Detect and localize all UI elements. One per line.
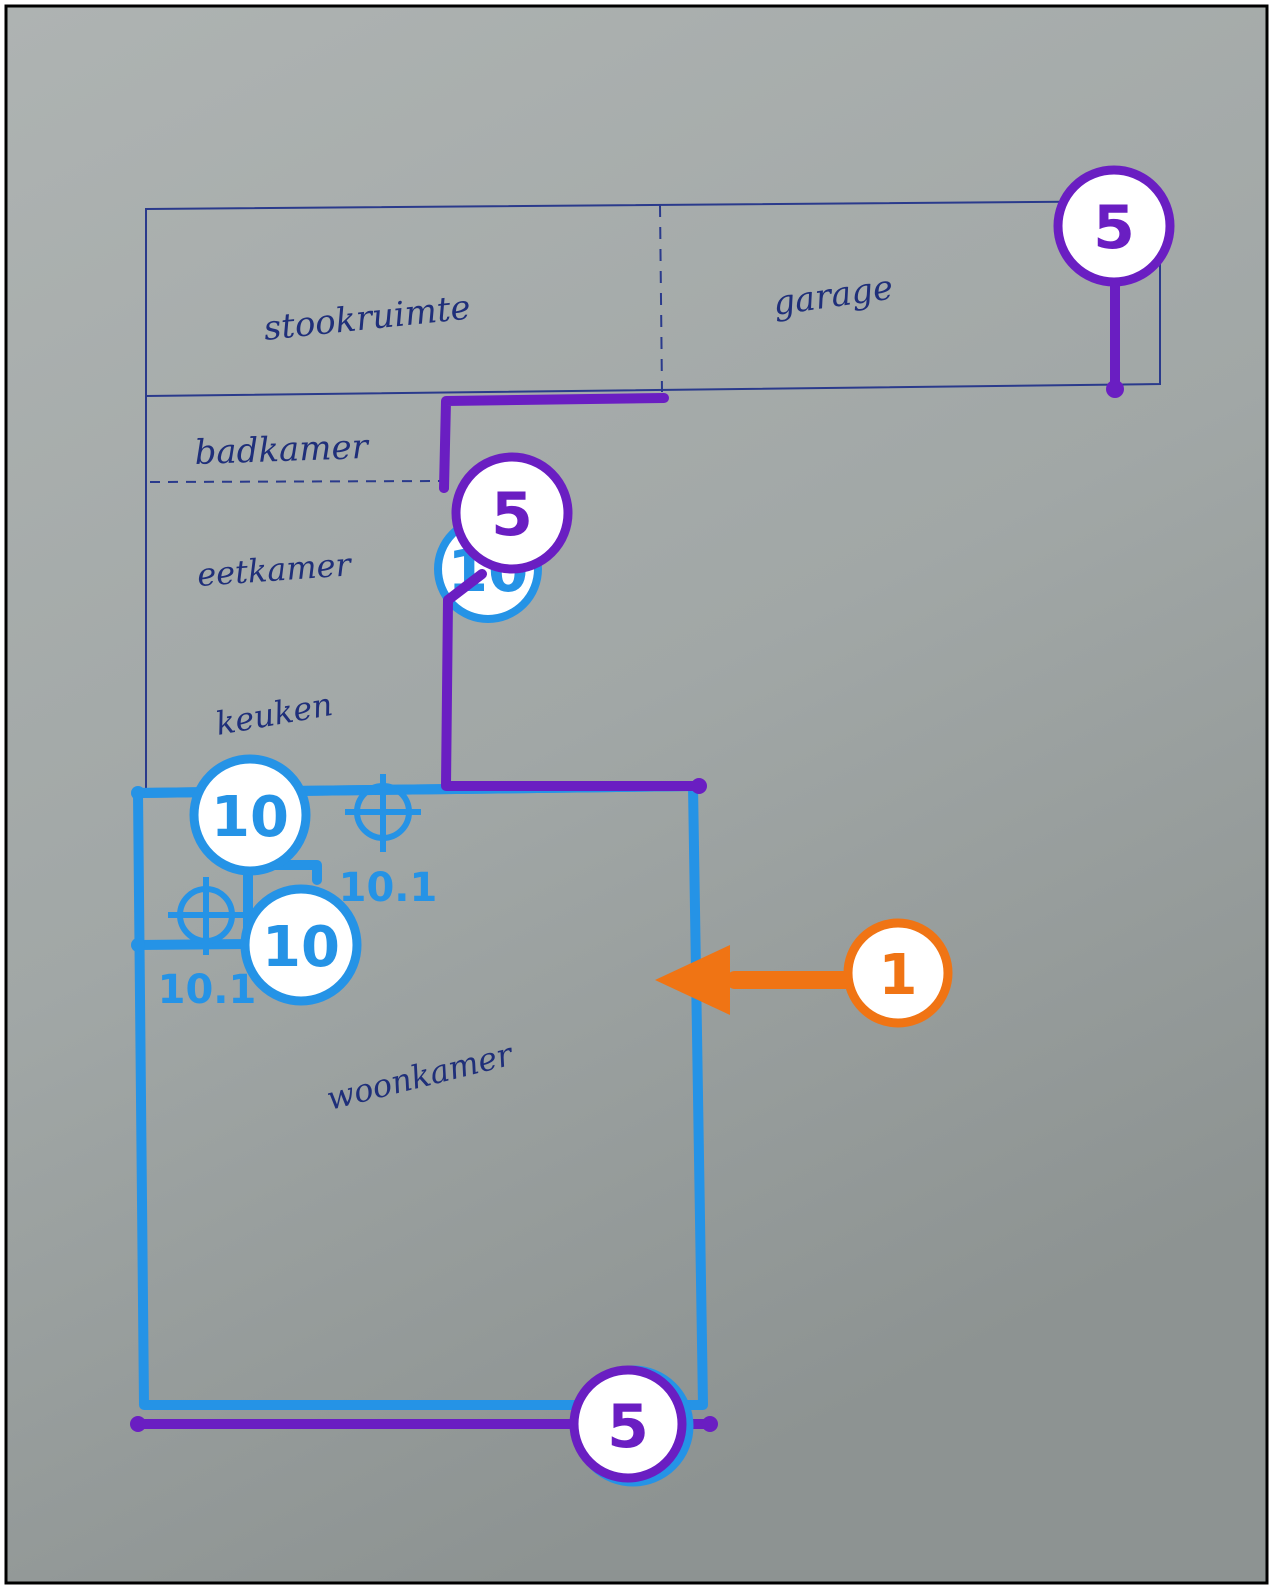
- marker-badge-top-right-label: 5: [1093, 193, 1135, 263]
- marker-badge-upper-left[interactable]: 10: [189, 754, 311, 876]
- hand-drawn-plan: [145, 199, 1161, 790]
- target-label-top: 10.1: [339, 865, 438, 911]
- room-label-badkamer: badkamer: [194, 427, 370, 473]
- marker-badge-top-right[interactable]: 5: [1053, 165, 1175, 287]
- marker-badge-bottom[interactable]: 5: [569, 1365, 694, 1487]
- purple-endpoint-dots: [130, 380, 1124, 1432]
- marker-badge-upper-left-label: 10: [211, 785, 289, 850]
- marker-badge-lower-left-label: 10: [262, 915, 340, 980]
- marker-badge-arrow[interactable]: 1: [843, 918, 953, 1028]
- marker-badge-lower-left[interactable]: 10: [240, 884, 362, 1006]
- crosshair-icon[interactable]: [345, 774, 421, 852]
- marker-badge-mid-label: 5: [491, 480, 533, 550]
- target-label-left: 10.1: [158, 967, 257, 1013]
- marker-badge-bottom-label: 5: [607, 1392, 649, 1462]
- orange-arrow[interactable]: [655, 945, 857, 1015]
- marker-badge-arrow-label: 1: [879, 943, 918, 1008]
- marker-badge-mid[interactable]: 5: [451, 452, 573, 574]
- crosshair-icon[interactable]: [168, 877, 244, 955]
